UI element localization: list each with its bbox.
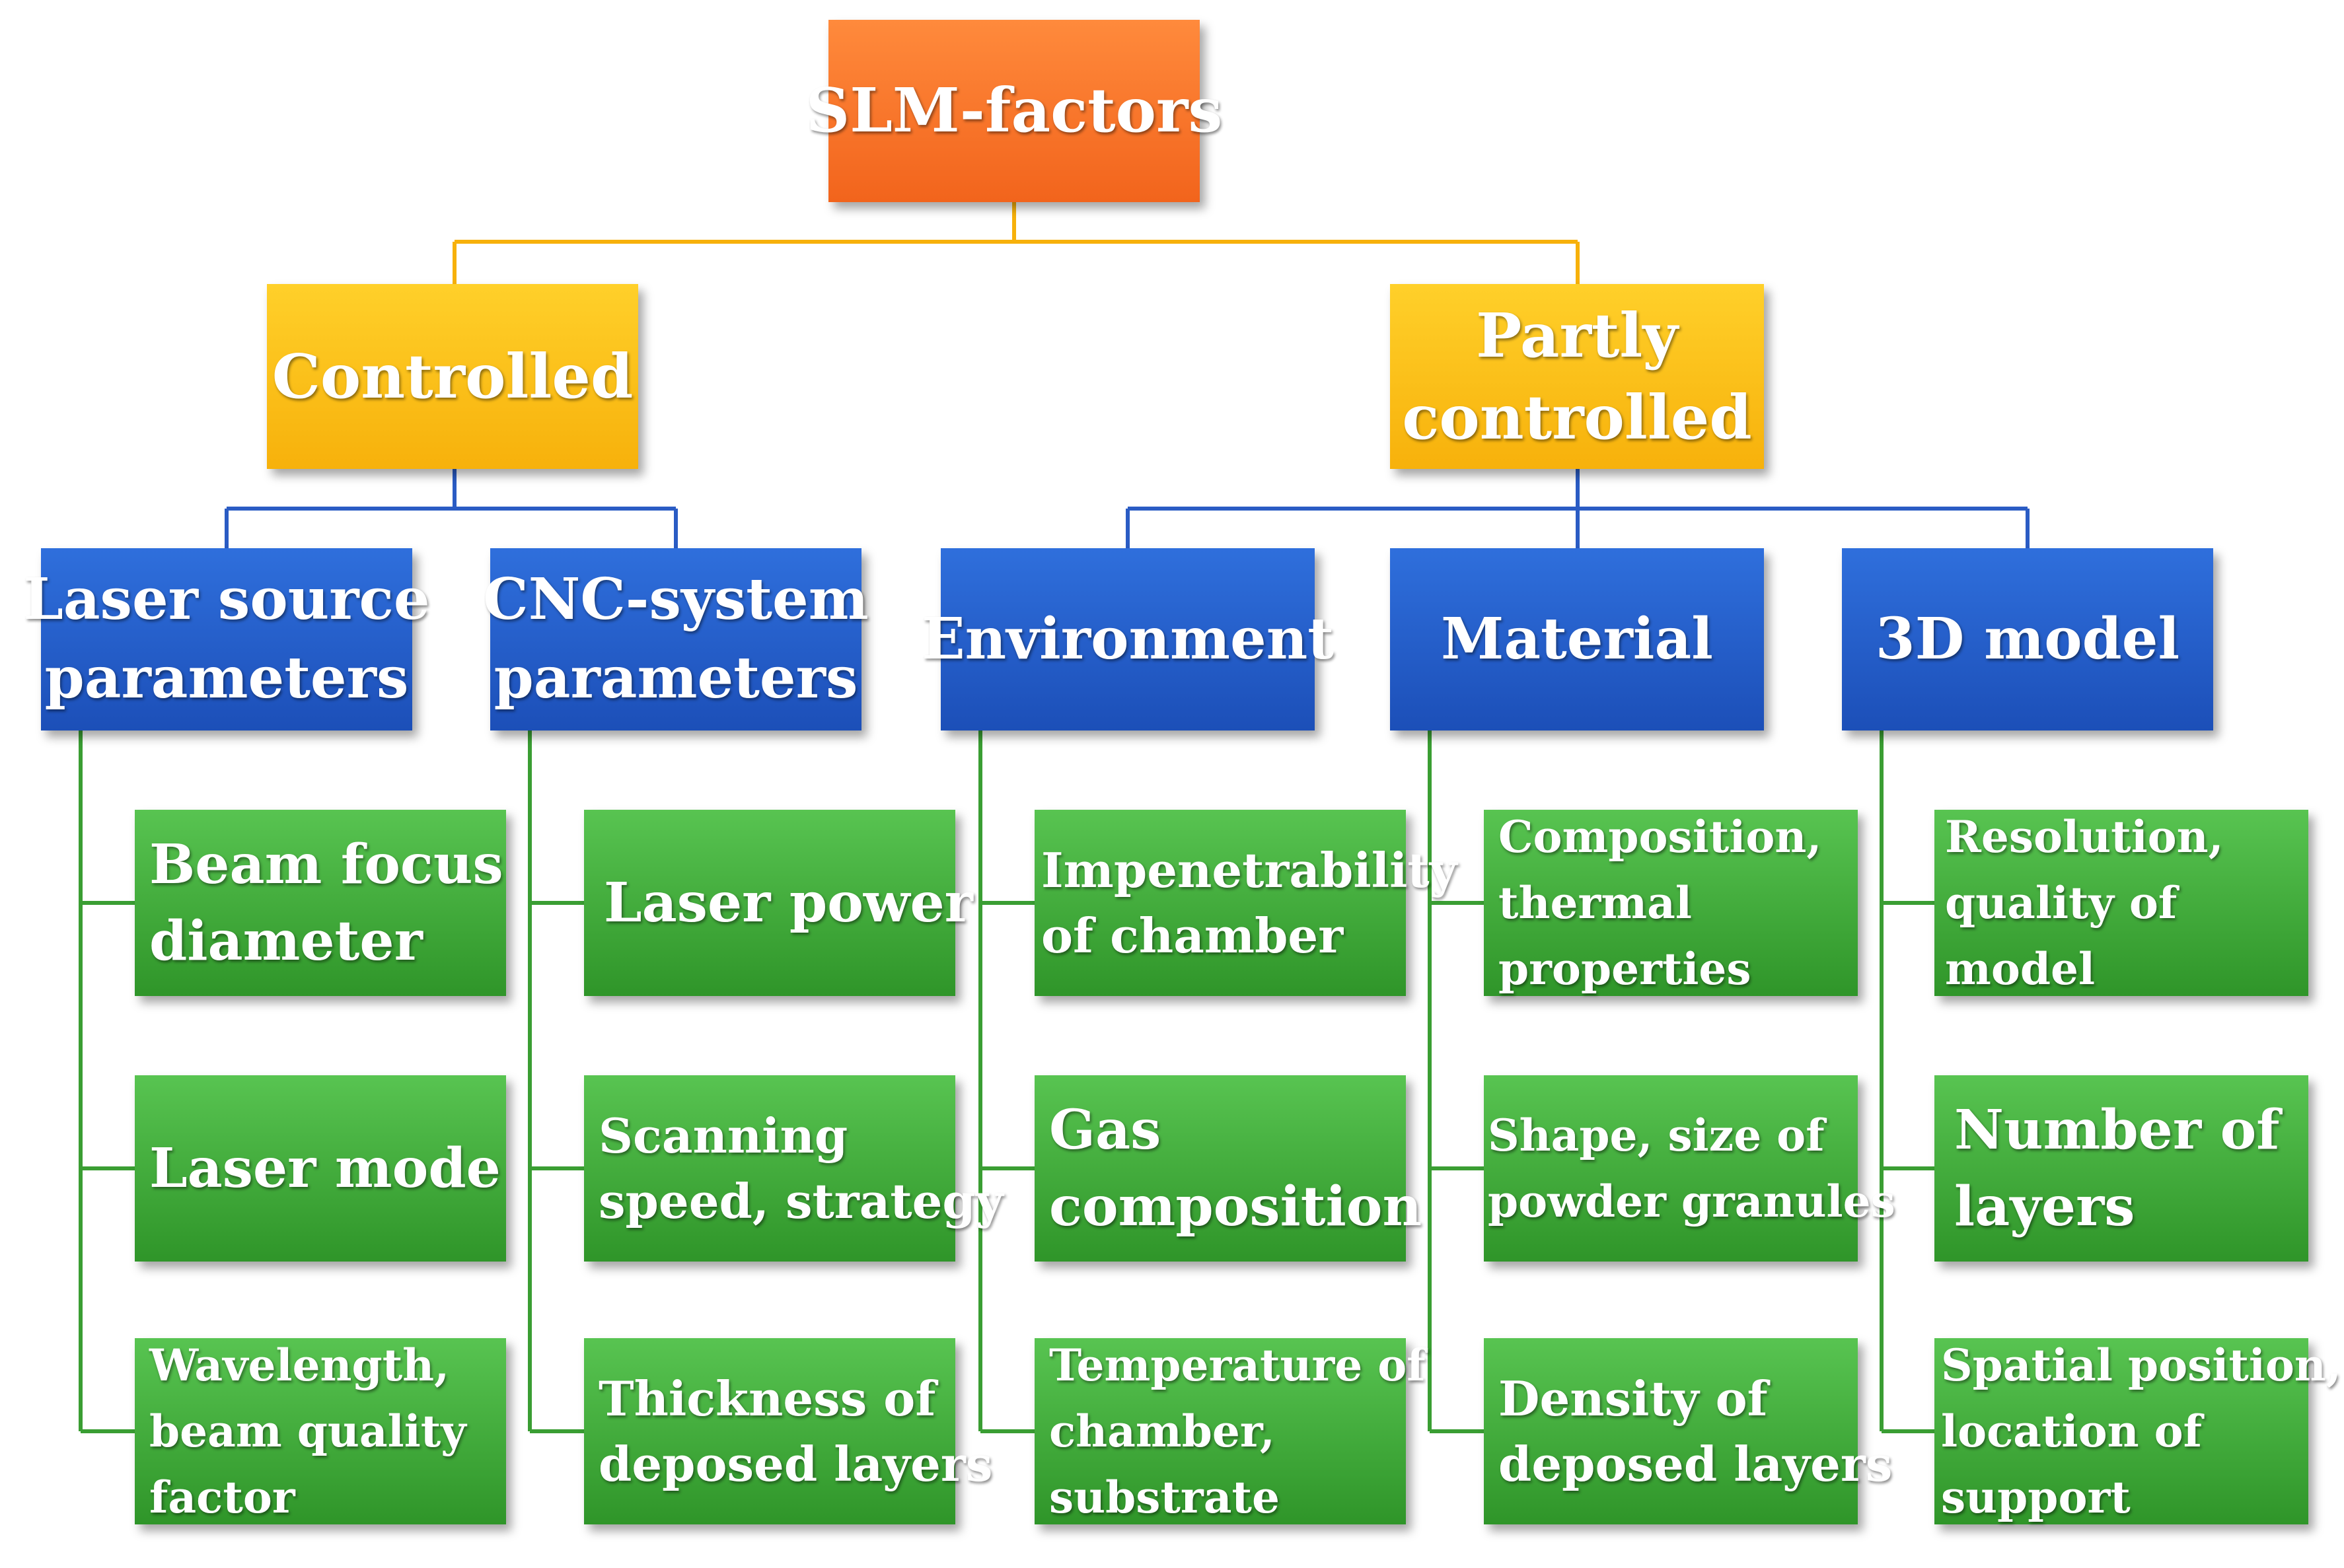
factor-spatial-position-location-of-support: Spatial position, location of support [1934, 1338, 2341, 1524]
factor-thickness-of-deposed-layers: Thickness of deposed layers [584, 1338, 992, 1524]
factor-gas-composition: Gas composition [1035, 1075, 1422, 1262]
factor-line-2: deposed layers [599, 1436, 993, 1492]
group-label-line-1: Partly [1476, 299, 1678, 371]
factor-resolution-quality-of-model: Resolution, quality of model [1934, 810, 2308, 996]
factor-line-2: speed, strategy [599, 1173, 1004, 1229]
factor-line-1: Number of [1954, 1098, 2280, 1162]
factor-line-1: Spatial position, [1941, 1339, 2341, 1391]
category-label-line-1: Laser source [23, 566, 430, 633]
factor-line-1: Beam focus [149, 832, 503, 896]
factor-line-2: chamber, [1049, 1405, 1275, 1457]
factor-line-1: Composition, [1498, 810, 1822, 863]
factor-line-1: Temperature of [1049, 1339, 1426, 1391]
category-material: Material [1390, 548, 1764, 731]
factor-line-2: diameter [149, 909, 423, 973]
factor-line-1: Impenetrability [1041, 841, 1457, 898]
group-controlled: Controlled [267, 284, 638, 469]
factor-line-2: location of [1941, 1405, 2203, 1457]
category-3d-model: 3D model [1842, 548, 2213, 731]
factor-line-2: powder granules [1488, 1176, 1895, 1227]
factor-line-1: Thickness of [599, 1370, 936, 1427]
factor-line-2: composition [1049, 1175, 1422, 1238]
factor-line-2: of chamber [1041, 908, 1344, 964]
factor-line-3: factor [149, 1472, 295, 1524]
factor-impenetrability-of-chamber: Impenetrability of chamber [1035, 810, 1457, 996]
category-environment: Environment [922, 548, 1334, 731]
factor-line-1: Laser power [604, 871, 973, 935]
factor-composition-thermal-properties: Composition, thermal properties [1484, 810, 1858, 996]
factor-line-3: model [1945, 943, 2096, 995]
factor-beam-focus-diameter: Beam focus diameter [135, 810, 506, 996]
factor-line-2: thermal [1498, 876, 1692, 929]
factor-number-of-layers: Number of layers [1934, 1075, 2308, 1262]
factor-line-1: Gas [1049, 1098, 1161, 1162]
category-laser-source-parameters: Laser source parameters [23, 548, 430, 731]
factor-line-2: deposed layers [1498, 1436, 1893, 1492]
factor-shape-size-of-powder-granules: Shape, size of powder granules [1484, 1075, 1895, 1262]
category-label-line-2: parameters [494, 645, 858, 711]
factor-laser-power: Laser power [584, 810, 973, 996]
factor-line-1: Wavelength, [149, 1339, 450, 1391]
factor-line-1: Shape, size of [1488, 1109, 1825, 1161]
factor-line-2: quality of [1945, 876, 2178, 929]
factor-temperature-of-chamber-substrate: Temperature of chamber, substrate [1035, 1338, 1426, 1524]
root-node-slm-factors: SLM-factors [806, 20, 1222, 202]
category-cnc-system-parameters: CNC-system parameters [483, 548, 869, 731]
factor-line-3: support [1941, 1472, 2131, 1524]
factor-density-of-deposed-layers: Density of deposed layers [1484, 1338, 1892, 1524]
factor-line-1: Laser mode [149, 1136, 501, 1200]
factor-line-2: beam quality [149, 1405, 466, 1457]
root-label: SLM-factors [805, 75, 1223, 147]
category-label: 3D model [1875, 605, 2180, 672]
factor-line-3: properties [1498, 943, 1751, 995]
category-label-line-2: parameters [44, 645, 409, 711]
category-label: Material [1441, 605, 1713, 672]
factor-laser-mode: Laser mode [135, 1075, 506, 1262]
group-label-line-2: controlled [1402, 382, 1752, 453]
category-label: Environment [922, 605, 1334, 672]
factor-line-3: substrate [1049, 1472, 1280, 1524]
group-label: Controlled [272, 340, 634, 412]
factor-line-1: Density of [1498, 1370, 1768, 1427]
group-partly-controlled: Partly controlled [1390, 284, 1764, 469]
factor-line-2: layers [1954, 1175, 2135, 1238]
factor-line-1: Scanning [599, 1107, 848, 1164]
factor-scanning-speed-strategy: Scanning speed, strategy [584, 1075, 1004, 1262]
category-label-line-1: CNC-system [483, 566, 869, 633]
factor-wavelength-beam-quality-factor: Wavelength, beam quality factor [135, 1338, 506, 1524]
factor-line-1: Resolution, [1945, 810, 2224, 863]
